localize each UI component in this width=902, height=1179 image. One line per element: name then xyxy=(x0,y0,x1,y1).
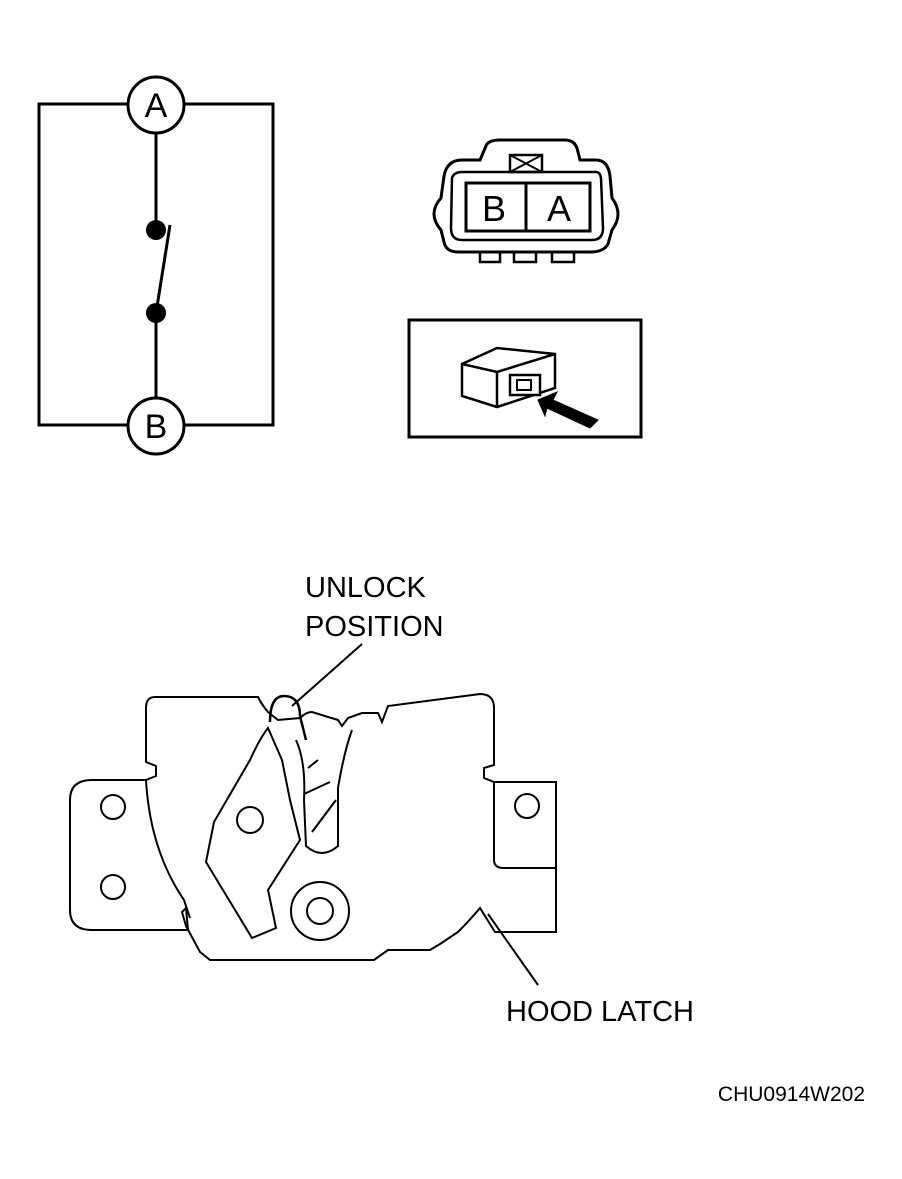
figure-code: CHU0914W202 xyxy=(718,1083,865,1106)
inset-frame xyxy=(407,318,643,439)
connector-foot-right xyxy=(550,252,576,264)
connector-foot-mid xyxy=(512,252,538,264)
latch-hole-right xyxy=(514,793,540,819)
terminal-a-label: A xyxy=(145,87,168,125)
connector-lock-tab xyxy=(508,153,544,174)
connector-pin-b-label: B xyxy=(482,188,506,229)
connector-pin-a-label: A xyxy=(547,188,571,229)
latch-hole-left-lower xyxy=(100,874,126,900)
switch-circuit xyxy=(37,102,275,427)
connector-housing-inner xyxy=(449,170,605,242)
latch-lever-pivot xyxy=(236,806,264,834)
connector-view-inset xyxy=(407,318,643,439)
connector-housing-outer xyxy=(432,138,620,254)
connector-cavity-a xyxy=(524,181,592,233)
latch-pivot-inner xyxy=(306,897,334,925)
switch-contact-lower xyxy=(146,303,166,323)
unlock-leader-line xyxy=(291,643,363,707)
terminal-b-label: B xyxy=(145,408,168,446)
latch-unlock-hook xyxy=(268,694,308,741)
connector-foot-left xyxy=(478,252,502,264)
unlock-position-label-line1: UNLOCK xyxy=(305,572,427,604)
switch-contact-upper xyxy=(146,220,166,240)
inset-view-arrow xyxy=(537,391,599,429)
latch-striker-slot xyxy=(295,729,353,854)
connector-face xyxy=(432,138,620,264)
latch-pivot-outer xyxy=(290,881,350,941)
terminal-b-marker: B xyxy=(126,396,186,456)
latch-plate-outline xyxy=(69,692,557,961)
latch-right-tab xyxy=(493,782,556,869)
latch-hole-left-upper xyxy=(100,794,126,820)
hood-latch-label: HOOD LATCH xyxy=(506,996,694,1028)
terminal-a-marker: A xyxy=(126,75,186,135)
unlock-position-label-line2: POSITION xyxy=(305,611,444,643)
hood-latch-leader-line xyxy=(487,913,539,986)
latch-catch-lever xyxy=(204,726,302,940)
switch-contact-arm xyxy=(154,224,172,314)
hood-latch-drawing xyxy=(69,643,557,986)
